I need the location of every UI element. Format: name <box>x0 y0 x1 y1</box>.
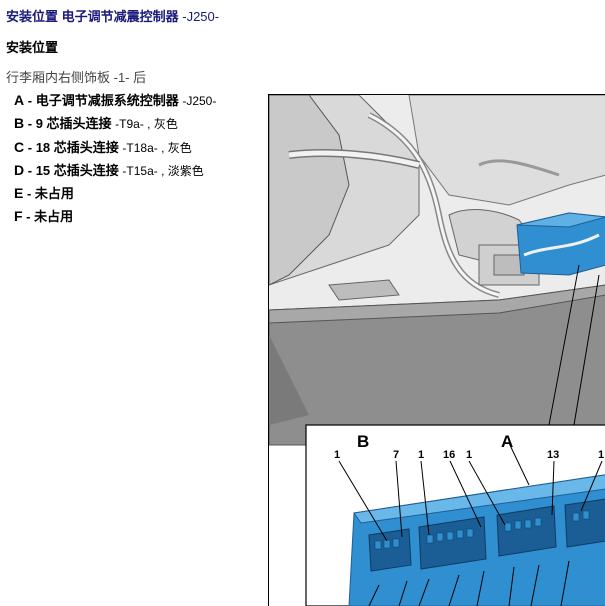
legend-item: F - 未占用 <box>14 208 74 225</box>
component-legend: A - 电子调节减振系统控制器 -J250- B - 9 芯插头连接 -T9a-… <box>14 89 216 229</box>
controller-detail-inset: B A 1 7 1 16 1 13 1 <box>305 424 605 606</box>
title-main: 安装位置 电子调节减震控制器 <box>6 9 179 24</box>
legend-item: C - 18 芯插头连接 -T18a- , 灰色 <box>14 138 192 155</box>
label-a: A <box>501 432 513 451</box>
legend-item: B - 9 芯插头连接 -T9a- , 灰色 <box>14 115 178 132</box>
pin-label: 16 <box>443 449 455 461</box>
page-title: 安装位置 电子调节减震控制器 -J250- <box>6 6 219 25</box>
pin-label: 7 <box>393 449 399 461</box>
trunk-illustration <box>269 95 605 446</box>
installation-location: 行李厢内右侧饰板 -1- 后 <box>6 70 147 85</box>
pin-label: 1 <box>598 449 604 461</box>
section-subtitle: 安装位置 <box>6 40 59 55</box>
pin-label: 1 <box>334 449 340 461</box>
pin-label: 13 <box>547 449 559 461</box>
legend-item: A - 电子调节减振系统控制器 -J250- <box>14 92 217 108</box>
installation-figure: B A 1 7 1 16 1 13 1 <box>268 94 605 606</box>
installation-illustration: B A 1 7 1 16 1 13 1 <box>269 95 605 606</box>
legend-item: E - 未占用 <box>14 185 74 202</box>
legend-item: D - 15 芯插头连接 -T15a- , 淡紫色 <box>14 161 204 178</box>
label-b: B <box>357 432 369 451</box>
title-code: -J250- <box>182 9 220 24</box>
pin-label: 1 <box>466 449 472 461</box>
pin-label: 1 <box>418 449 424 461</box>
